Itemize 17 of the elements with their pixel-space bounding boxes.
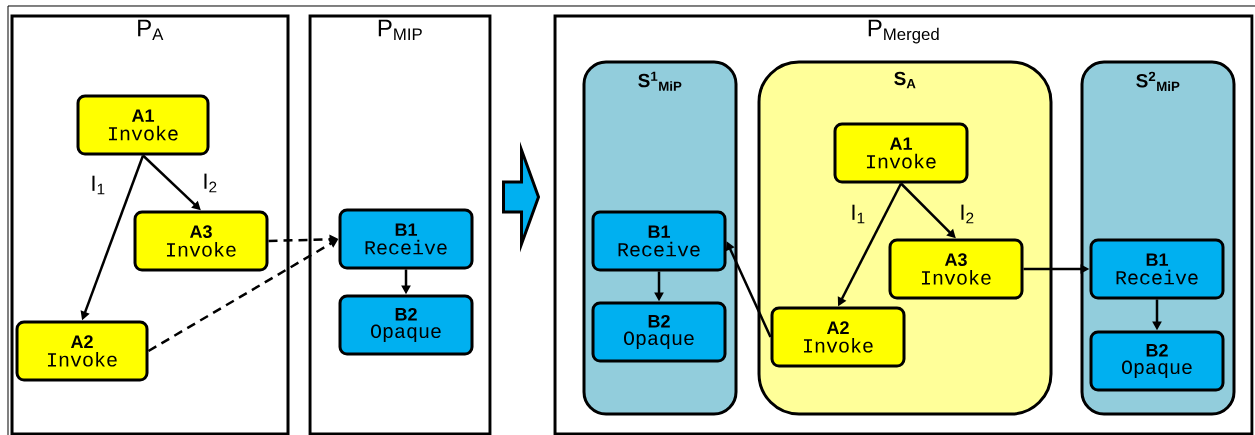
edge-label: I$_{2}$ — [204, 173, 217, 193]
block-arrow — [502, 141, 541, 253]
activity-box: B1 Receive — [1089, 238, 1225, 300]
edge-label: I$_{2}$ — [961, 204, 974, 224]
edge-label: I$_{1}$ — [92, 175, 105, 195]
edge-label: I$_{1}$ — [852, 204, 865, 224]
activity-box: B2 Opaque — [591, 301, 727, 363]
activity-box: A1 Invoke — [76, 94, 210, 156]
activity-box: A2 Invoke — [770, 306, 906, 368]
activity-box: B2 Opaque — [338, 294, 474, 356]
activity-box: B1 Receive — [591, 210, 727, 272]
activity-box: B2 Opaque — [1089, 330, 1225, 392]
activity-box: A2 Invoke — [15, 320, 149, 382]
activity-box: A1 Invoke — [833, 122, 969, 184]
activity-box: A3 Invoke — [133, 210, 269, 272]
activity-box: B1 Receive — [338, 208, 474, 270]
activity-box: A3 Invoke — [888, 238, 1024, 300]
